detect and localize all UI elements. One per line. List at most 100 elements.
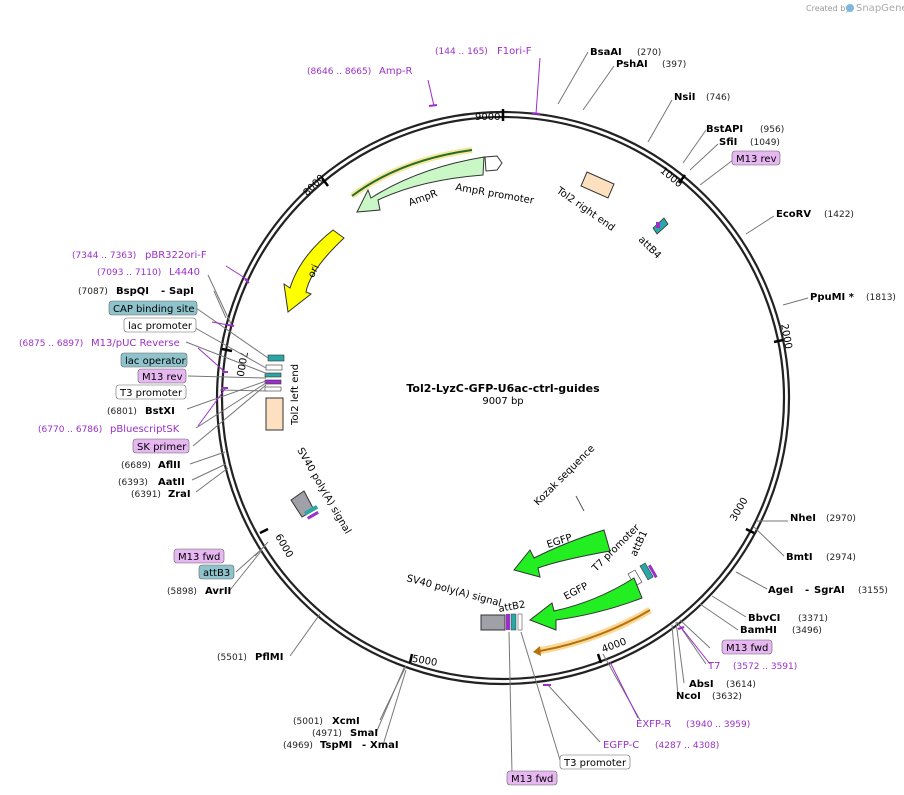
primer-ticks: [221, 104, 685, 686]
enzyme-xcmi: XcmI: [332, 716, 360, 727]
box-attb3: [198, 564, 235, 580]
kozak-leader: [575, 495, 585, 512]
box-t3-left-label: T3 promoter: [119, 388, 183, 399]
snapgene-label: SnapGene: [856, 3, 904, 14]
box-m13fwd-bottom: [506, 770, 558, 786]
primer-pbluescript-name: pBluescriptSK: [110, 424, 180, 435]
lac-promoter-mark: [265, 364, 283, 371]
enzyme-bbvci-pos: (3371): [798, 614, 828, 624]
attb4-label: attB4: [636, 234, 663, 261]
enzyme-bmti: BmtI: [786, 552, 813, 563]
enzyme-pflmi: PflMI: [255, 652, 283, 663]
t3-mark: [264, 386, 282, 392]
enzyme-nhei-pos: (2970): [826, 514, 856, 524]
enzyme-bstapi-pos: (956): [760, 125, 784, 135]
primer-ampr-name: Amp-R: [379, 66, 413, 77]
snapgene-logo-icon: [846, 4, 854, 12]
enzyme-avrii: AvrII: [205, 586, 231, 597]
enzyme-pshai-pos: (397): [662, 60, 686, 70]
egfp-primer-line: [539, 609, 651, 652]
enzyme-bamhi: BamHI: [740, 625, 777, 636]
plasmid-name: Tol2-LyzC-GFP-U6ac-ctrl-guides: [406, 382, 600, 395]
enzyme-xcmi-pos: (5001): [293, 717, 323, 727]
enzyme-sapi: SapI: [169, 286, 194, 297]
box-t3-bottom-label: T3 promoter: [563, 758, 627, 769]
box-m13rev-top: [731, 150, 781, 166]
tick-6000: 6000: [272, 532, 294, 560]
box-m13fwd-bottom-label: M13 fwd: [511, 774, 553, 785]
box-lac-operator: [120, 352, 188, 368]
svg-text:-: -: [805, 585, 809, 596]
tick-1000: 1000: [658, 165, 685, 190]
enzyme-ecorv-pos: (1422): [824, 210, 854, 220]
box-cap-binding-label: CAP binding site: [113, 304, 195, 315]
primer-f1ori-pos: (144 .. 165): [435, 47, 488, 57]
m13fwd-bottom-mark: [506, 614, 510, 630]
created-by-label: Created by: [806, 4, 850, 13]
tol2-left-label: Tol2 left end: [290, 364, 301, 426]
enzyme-tspmi-pos: (4969): [283, 741, 313, 751]
primer-l4440-pos: (7093 .. 7110): [97, 268, 161, 278]
tol2-right-end: [580, 171, 615, 199]
box-m13fwd-left: [173, 548, 225, 564]
enzyme-aflii: AflII: [158, 460, 181, 471]
ampr-primer-line: [351, 149, 473, 197]
primer-pbr322-name: pBR322ori-F: [145, 250, 207, 261]
enzyme-sfii-pos: (1049): [750, 138, 780, 148]
primer-pbluescript-pos: (6770 .. 6786): [38, 425, 102, 435]
enzyme-pflmi-pos: (5501): [217, 653, 247, 663]
box-m13rev-left: [137, 368, 187, 384]
primer-ampr-pos: (8646 .. 8665): [307, 67, 371, 77]
tick-5000: 5000: [411, 654, 438, 669]
cap-site-mark: [264, 372, 282, 378]
enzyme-bstapi: BstAPI: [706, 124, 743, 135]
sv40-bottom-box: [480, 614, 506, 631]
tol2-left-end: [265, 397, 284, 431]
box-t3-bottom: [559, 754, 631, 770]
attb1-mark: [639, 562, 654, 581]
egfp-arrow-1: [513, 529, 611, 578]
box-sk-primer: [132, 438, 190, 454]
box-lac-promoter-label: lac promoter: [128, 321, 193, 332]
box-lac-promoter: [123, 317, 197, 333]
attb4-marker: [652, 217, 669, 235]
primer-exfpr-name: EXFP-R: [636, 719, 671, 730]
enzyme-zrai: ZraI: [168, 489, 191, 500]
enzyme-bstxi: BstXI: [145, 406, 175, 417]
primer-egfpc-name: EGFP-C: [603, 740, 639, 751]
primer-m13puc-pos: (6875 .. 6897): [19, 339, 83, 349]
primer-egfpc-pos: (4287 .. 4308): [655, 741, 719, 751]
enzyme-absi-pos: (3614): [726, 680, 756, 690]
attb3-mark: [303, 504, 319, 516]
ticks: [221, 109, 784, 664]
box-m13fwd-left-label: M13 fwd: [178, 552, 220, 563]
enzyme-pshai: PshAI: [616, 59, 648, 70]
box-sk-primer-label: SK primer: [137, 442, 187, 453]
enzyme-agei: AgeI: [768, 585, 793, 596]
m13rev-mark: [264, 379, 282, 385]
box-m13rev-top-label: M13 rev: [736, 154, 777, 165]
attb2-label: attB2: [498, 599, 527, 615]
enzyme-ncoi-pos: (3632): [712, 692, 742, 702]
primer-f1ori-name: F1ori-F: [497, 46, 532, 57]
enzyme-smai: SmaI: [350, 728, 378, 739]
enzyme-tspmi: TspMI: [320, 740, 352, 751]
enzyme-nsii-pos: (746): [706, 93, 730, 103]
lac-operator-mark: [267, 354, 285, 362]
enzyme-ncoi: NcoI: [676, 691, 701, 702]
t3-bottom-mark: [517, 613, 523, 631]
enzyme-sfii: SfiI: [719, 137, 737, 148]
enzyme-bstxi-pos: (6801): [107, 407, 137, 417]
tick-2000: 2000: [778, 323, 793, 350]
attb4-primer-mark: [656, 222, 660, 228]
plasmid-length: 9007 bp: [482, 396, 523, 407]
tick-3000: 3000: [728, 496, 750, 524]
egfp-arrow-2: [528, 577, 643, 631]
box-t3-left: [115, 384, 187, 400]
enzyme-ppumi: PpuMI *: [810, 292, 855, 303]
box-attb3-label: attB3: [203, 568, 230, 579]
sv40-top-box: [290, 490, 315, 518]
enzyme-agei-pos: (3155): [858, 586, 888, 596]
enzyme-absi: AbsI: [689, 679, 714, 690]
attb2-mark: [510, 613, 517, 631]
